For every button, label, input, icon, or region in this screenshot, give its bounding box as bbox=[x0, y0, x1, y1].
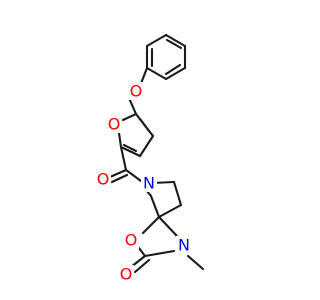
bond bbox=[186, 254, 205, 271]
amide-carbonyl-oxygen-label: O bbox=[97, 170, 110, 189]
phenyl-ring bbox=[145, 33, 187, 81]
bond bbox=[121, 112, 138, 122]
bond bbox=[172, 180, 183, 207]
bond-double bbox=[133, 258, 151, 274]
oxazolidinone-nitrogen-label: N bbox=[178, 236, 190, 255]
oxazolidinone-ring bbox=[134, 215, 181, 258]
bond-double bbox=[165, 38, 183, 50]
bond bbox=[124, 168, 143, 183]
pyrrolidine-ring bbox=[144, 180, 183, 219]
oxazolidinone-carbonyl-oxygen-label: O bbox=[120, 265, 133, 284]
bond bbox=[145, 66, 168, 81]
bond-double bbox=[164, 63, 182, 76]
bond bbox=[145, 33, 168, 48]
bond bbox=[119, 145, 128, 172]
oxazolidinone-ring-oxygen-label: O bbox=[125, 231, 138, 250]
furan-ring bbox=[117, 112, 155, 158]
furan-ring-oxygen-label: O bbox=[108, 115, 121, 134]
bond bbox=[127, 96, 138, 116]
bond bbox=[164, 33, 187, 48]
bond bbox=[119, 145, 142, 158]
bond bbox=[164, 66, 187, 81]
pyrrolidine-nitrogen-label: N bbox=[143, 174, 155, 193]
bond bbox=[141, 215, 161, 235]
bond bbox=[117, 131, 123, 149]
bond-double bbox=[110, 173, 129, 184]
bond-double bbox=[138, 117, 151, 133]
bond bbox=[157, 215, 178, 237]
molecule-canvas: O O O N O N O bbox=[95, 33, 205, 284]
bond bbox=[157, 203, 183, 219]
atom-labels: O O O N O N O bbox=[95, 82, 192, 284]
bond-double bbox=[108, 168, 128, 179]
bond bbox=[149, 194, 161, 219]
furan-ether-oxygen-label: O bbox=[130, 82, 143, 101]
bond-double bbox=[122, 143, 138, 153]
molecule-structure: O O O N O N O bbox=[95, 33, 205, 284]
bond bbox=[143, 249, 176, 258]
bond bbox=[138, 134, 155, 158]
